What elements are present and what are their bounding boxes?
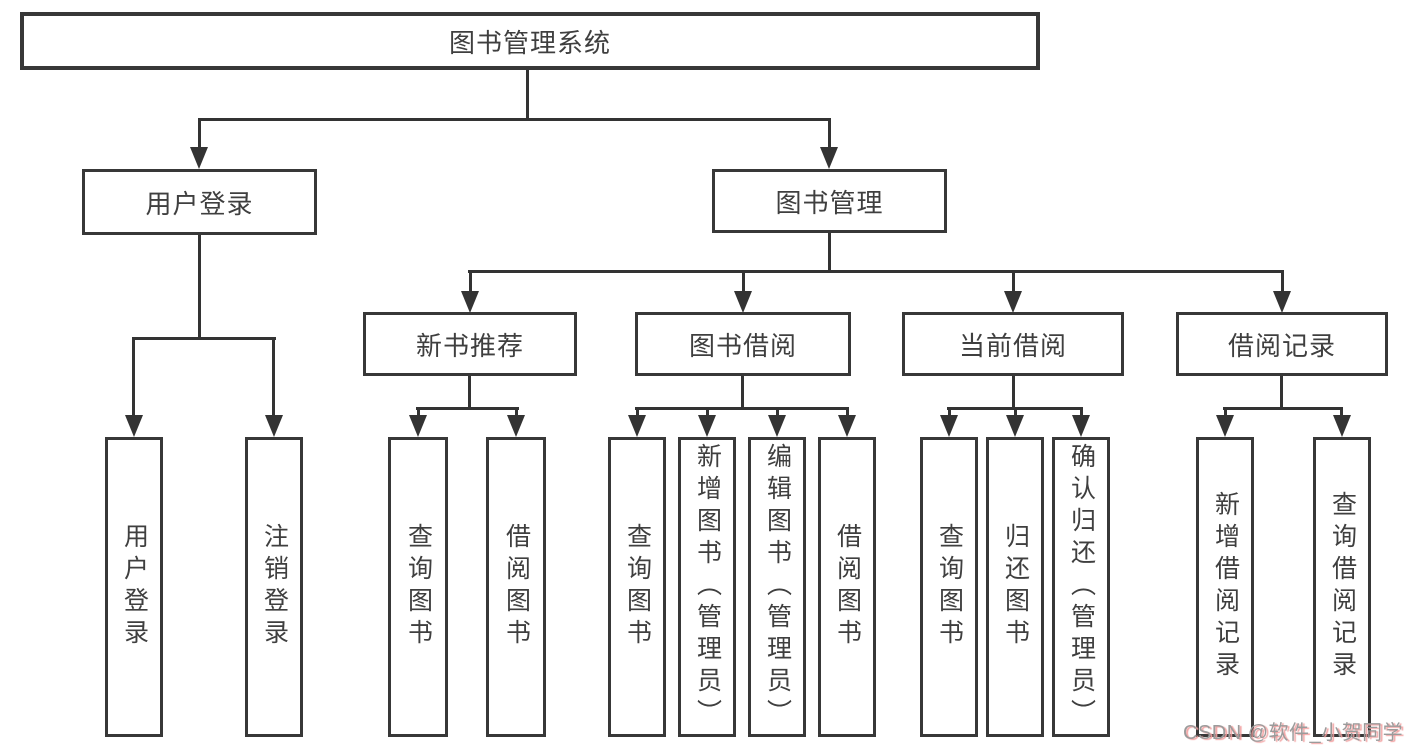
node-new-book-recommend: 新书推荐 — [363, 312, 577, 376]
leaf-logout: 注销登录 — [245, 437, 303, 737]
connector-line — [198, 235, 201, 340]
leaf-add-book-admin: 新增图书（管理员） — [678, 437, 736, 737]
connector-line — [1281, 270, 1284, 293]
node-current-borrow: 当前借阅 — [902, 312, 1124, 376]
arrowhead-icon — [698, 415, 716, 437]
connector-line — [706, 407, 709, 417]
leaf-borrow-books-recommend: 借阅图书 — [486, 437, 546, 737]
connector-line — [468, 376, 471, 409]
connector-line — [1340, 407, 1343, 417]
connector-line — [636, 407, 639, 417]
arrowhead-icon — [1333, 415, 1351, 437]
connector-line — [468, 270, 1283, 273]
connector-line — [846, 407, 849, 417]
connector-line — [1012, 270, 1015, 293]
connector-line — [417, 407, 420, 417]
leaf-edit-book-admin: 编辑图书（管理员） — [748, 437, 806, 737]
arrowhead-icon — [507, 415, 525, 437]
connector-line — [1014, 407, 1017, 417]
arrowhead-icon — [409, 415, 427, 437]
leaf-query-books-recommend: 查询图书 — [388, 437, 448, 737]
arrowhead-icon — [768, 415, 786, 437]
connector-line — [1224, 407, 1227, 417]
arrowhead-icon — [190, 147, 208, 169]
connector-line — [526, 70, 529, 120]
arrowhead-icon — [628, 415, 646, 437]
leaf-return-book: 归还图书 — [986, 437, 1044, 737]
connector-line — [828, 118, 831, 149]
arrowhead-icon — [940, 415, 958, 437]
arrowhead-icon — [461, 291, 479, 313]
arrowhead-icon — [734, 291, 752, 313]
connector-line — [742, 270, 745, 293]
leaf-borrow-books: 借阅图书 — [818, 437, 876, 737]
leaf-query-borrow-record: 查询借阅记录 — [1313, 437, 1371, 737]
leaf-query-books-borrow: 查询图书 — [608, 437, 666, 737]
arrowhead-icon — [1004, 291, 1022, 313]
connector-line — [828, 233, 831, 273]
connector-line — [416, 407, 519, 410]
leaf-confirm-return-admin: 确认归还（管理员） — [1052, 437, 1110, 737]
connector-line — [132, 337, 276, 340]
leaf-query-books-current: 查询图书 — [920, 437, 978, 737]
connector-line — [635, 407, 849, 410]
arrowhead-icon — [125, 415, 143, 437]
node-book-management: 图书管理 — [712, 169, 947, 233]
connector-line — [515, 407, 518, 417]
arrowhead-icon — [1072, 415, 1090, 437]
connector-line — [1280, 376, 1283, 409]
node-book-borrow: 图书借阅 — [635, 312, 851, 376]
arrowhead-icon — [820, 147, 838, 169]
arrowhead-icon — [1273, 291, 1291, 313]
node-book-management-system: 图书管理系统 — [20, 12, 1040, 70]
watermark: CSDN @软件_小贺同学 — [1183, 722, 1404, 744]
connector-line — [948, 407, 951, 417]
leaf-add-borrow-record: 新增借阅记录 — [1196, 437, 1254, 737]
connector-line — [1223, 407, 1343, 410]
node-borrow-records: 借阅记录 — [1176, 312, 1388, 376]
connector-line — [132, 337, 135, 417]
connector-line — [272, 337, 275, 417]
connector-line — [741, 376, 744, 409]
node-user-login: 用户登录 — [82, 169, 317, 235]
arrowhead-icon — [1216, 415, 1234, 437]
arrowhead-icon — [265, 415, 283, 437]
leaf-user-login: 用户登录 — [105, 437, 163, 737]
connector-line — [776, 407, 779, 417]
connector-line — [198, 118, 201, 149]
connector-line — [1012, 376, 1015, 409]
arrowhead-icon — [1006, 415, 1024, 437]
connector-line — [198, 118, 831, 121]
connector-line — [469, 270, 472, 293]
arrowhead-icon — [838, 415, 856, 437]
connector-line — [1080, 407, 1083, 417]
